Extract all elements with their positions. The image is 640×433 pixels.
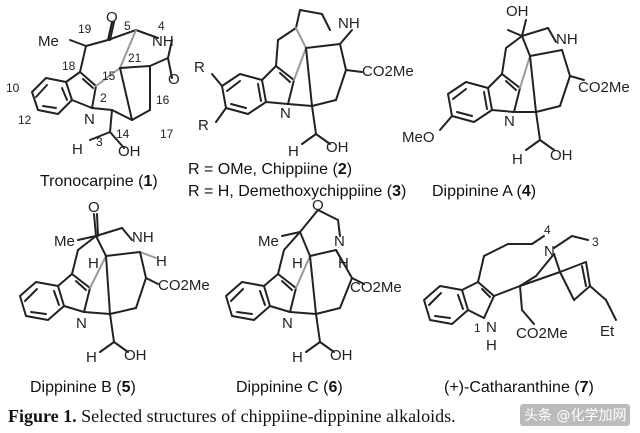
label-n: N xyxy=(280,105,291,122)
locant-4: 4 xyxy=(158,19,165,33)
label-h-right: H xyxy=(156,253,167,270)
label-oh: OH xyxy=(118,143,141,160)
compound-name: (+)-Catharanthine (7) xyxy=(444,379,594,396)
label-r-top: R xyxy=(194,59,205,76)
figure-caption-label: Figure 1. xyxy=(8,406,77,426)
label-oh: OH xyxy=(550,147,573,164)
label-o: O xyxy=(88,199,100,216)
label-n-top: N xyxy=(334,233,345,250)
structure-dippinine-a: OH NH CO2Me MeO N OH H Dippinine A (4) xyxy=(402,3,630,200)
label-h: H xyxy=(72,141,83,158)
label-co2me: CO2Me xyxy=(578,79,630,96)
compound-name: Dippinine A (4) xyxy=(432,183,536,200)
label-n: N xyxy=(504,113,515,130)
label-me: Me xyxy=(258,233,279,250)
figure-caption: Figure 1. Selected structures of chippii… xyxy=(8,406,628,427)
label-et: Et xyxy=(600,323,615,340)
label-h-left: H xyxy=(292,255,303,272)
locant-2: 2 xyxy=(100,91,107,105)
label-co2me: CO2Me xyxy=(362,63,414,80)
structure-catharanthine: 4 N 3 1 N H CO2Me Et (+)-Catharanthine (… xyxy=(423,223,617,396)
label-nh: NH xyxy=(132,229,154,246)
locant-14: 14 xyxy=(116,127,130,141)
compound-name: Tronocarpine (1) xyxy=(40,173,158,190)
label-me: Me xyxy=(38,33,59,50)
compound-name-line2: R = H, Demethoxychippiine (3) xyxy=(188,183,406,200)
label-o-amide: O xyxy=(168,71,180,88)
label-meo: MeO xyxy=(402,129,435,146)
locant-4: 4 xyxy=(544,223,551,237)
label-nh: NH xyxy=(556,31,578,48)
label-h-right: H xyxy=(338,255,349,272)
structure-dippinine-c: O Me N H H CO2Me N OH H Dippinine C (6) xyxy=(225,197,402,396)
label-h: H xyxy=(288,143,299,160)
label-co2me: CO2Me xyxy=(516,325,568,342)
locant-17: 17 xyxy=(160,127,174,141)
label-n: N xyxy=(76,315,87,332)
label-n: N xyxy=(282,315,293,332)
structure-tronocarpine: Me O NH O N OH H 19 5 4 18 21 15 10 2 16… xyxy=(6,9,180,190)
compound-name: Dippinine C (6) xyxy=(236,379,343,396)
label-oh: OH xyxy=(330,347,353,364)
label-n: N xyxy=(84,111,95,128)
locant-3: 3 xyxy=(96,135,103,149)
locant-21: 21 xyxy=(128,51,142,65)
label-n: N xyxy=(544,243,555,260)
label-nh-n: N xyxy=(486,319,497,336)
locant-12: 12 xyxy=(18,113,32,127)
label-r-bottom: R xyxy=(198,117,209,134)
compound-name-line1: R = OMe, Chippiine (2) xyxy=(188,161,352,178)
label-co2me: CO2Me xyxy=(350,279,402,296)
label-o: O xyxy=(312,197,324,214)
locant-16: 16 xyxy=(156,93,170,107)
locant-3: 3 xyxy=(592,235,599,249)
locant-1: 1 xyxy=(474,321,481,335)
label-h-left: H xyxy=(88,255,99,272)
locant-10: 10 xyxy=(6,81,20,95)
label-h: H xyxy=(512,151,523,168)
figure-caption-text: Selected structures of chippiine-dippini… xyxy=(81,406,456,426)
label-h: H xyxy=(86,349,97,366)
structure-chippiine: NH R R CO2Me N OH H R = OMe, Chippiine (… xyxy=(188,9,414,200)
label-oh-top: OH xyxy=(506,3,529,20)
label-nh: NH xyxy=(338,15,360,32)
locant-15: 15 xyxy=(102,69,116,83)
label-oh: OH xyxy=(124,347,147,364)
label-o: O xyxy=(106,9,118,26)
label-oh: OH xyxy=(326,139,349,156)
label-me: Me xyxy=(54,233,75,250)
label-nh-h: H xyxy=(486,337,497,354)
locant-5: 5 xyxy=(124,19,131,33)
label-co2me: CO2Me xyxy=(158,277,210,294)
label-h: H xyxy=(292,349,303,366)
watermark-text: 头条 @化学加网 xyxy=(520,404,631,426)
locant-19: 19 xyxy=(78,22,92,36)
locant-18: 18 xyxy=(62,59,76,73)
structure-dippinine-b: O Me NH H H CO2Me N OH H Dippinine B (5) xyxy=(19,199,210,396)
compound-name: Dippinine B (5) xyxy=(30,379,136,396)
label-nh: NH xyxy=(152,33,174,50)
